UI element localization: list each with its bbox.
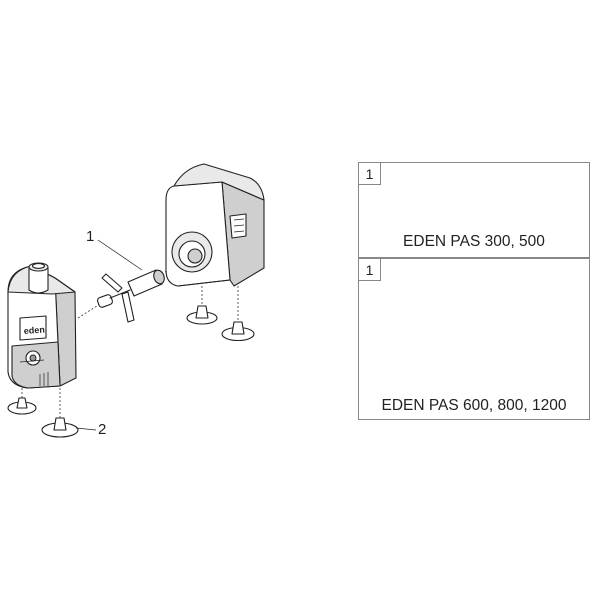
callout-1-leader <box>97 239 143 271</box>
panel-number: 1 <box>359 259 381 281</box>
impeller-assembly <box>77 265 179 323</box>
pump-body-small <box>7 262 77 389</box>
callout-2-leader <box>75 427 97 431</box>
panel-caption: EDEN PAS 600, 800, 1200 <box>381 397 567 414</box>
suction-cup-large-left <box>186 286 218 325</box>
pump-body-large <box>165 163 265 287</box>
panel-number: 1 <box>359 163 381 185</box>
suction-cup-large-right <box>221 286 255 342</box>
callout-2-suction-cup: 2 <box>98 421 107 438</box>
panel-eden-pas-300-500: 1 EDEN PAS 300, 500 <box>358 162 590 258</box>
panel-eden-pas-600-800-1200: 1 EDEN PAS 600, 800, 1200 <box>358 258 590 420</box>
suction-cup-small-left <box>7 388 37 415</box>
callout-1-impeller: 1 <box>86 228 95 245</box>
suction-cup-small-right <box>41 388 79 438</box>
brand-mark-text: eden <box>23 325 45 336</box>
panel-caption: EDEN PAS 300, 500 <box>403 233 545 250</box>
